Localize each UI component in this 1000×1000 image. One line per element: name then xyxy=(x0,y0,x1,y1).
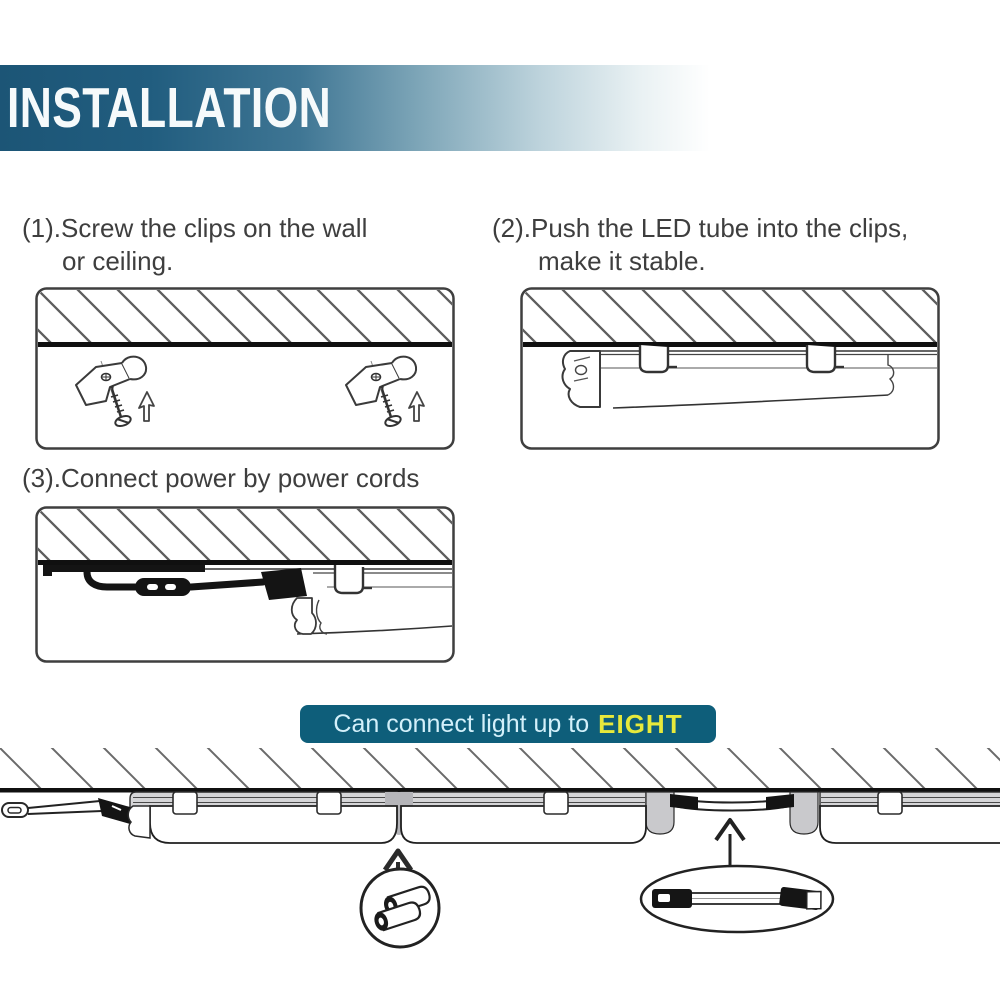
pin-connector-icon xyxy=(374,885,431,932)
step-2-illustration xyxy=(520,287,940,450)
ceiling-hatch xyxy=(38,290,452,342)
page-title: INSTALLATION xyxy=(7,76,332,140)
connected-lights-illustration xyxy=(0,748,1000,949)
step-1-heading: (1).Screw the clips on the wall or ceili… xyxy=(22,212,367,278)
led-tube-3 xyxy=(819,805,1000,844)
step-2-line2: make it stable. xyxy=(538,246,706,276)
tube-clips xyxy=(172,791,903,815)
ceiling-hatch xyxy=(0,748,1000,788)
ceiling-line xyxy=(38,560,452,565)
tube-end-tab xyxy=(789,791,819,835)
led-tube xyxy=(561,350,937,409)
step-3-illustration xyxy=(35,506,455,663)
ceiling-line xyxy=(38,342,452,347)
cord-plug-head xyxy=(261,568,307,600)
tube-clip xyxy=(805,345,844,374)
tube-end-bracket xyxy=(290,597,328,635)
power-plug xyxy=(1,802,29,818)
led-tube-2 xyxy=(400,805,647,844)
link-cable xyxy=(670,794,794,812)
step-1-line1: (1).Screw the clips on the wall xyxy=(22,213,368,243)
connect-banner: Can connect light up to EIGHT xyxy=(300,705,716,743)
power-cord-left xyxy=(1,798,151,839)
link-cable-icon xyxy=(652,886,822,911)
step-2-line1: (2).Push the LED tube into the clips, xyxy=(492,213,909,243)
tube-end-tab xyxy=(645,791,675,835)
banner-text: Can connect light up to xyxy=(333,709,590,738)
banner-highlight: EIGHT xyxy=(598,708,683,739)
ceiling-line xyxy=(523,342,937,347)
tube-clip xyxy=(638,345,677,374)
link-cable-callout xyxy=(639,864,835,934)
led-tube-1 xyxy=(149,805,398,844)
step-3-heading: (3).Connect power by power cords xyxy=(22,462,419,495)
pin-connector-callout xyxy=(359,867,441,949)
power-cord xyxy=(43,565,307,600)
header-banner: INSTALLATION xyxy=(0,65,1000,151)
ceiling-hatch xyxy=(38,509,452,560)
inline-connector xyxy=(135,578,191,596)
step-1-illustration xyxy=(35,287,455,450)
step-1-line2: or ceiling. xyxy=(62,246,174,276)
step-2-heading: (2).Push the LED tube into the clips, ma… xyxy=(492,212,908,278)
ceiling-line xyxy=(0,788,1000,793)
up-arrow-icon xyxy=(714,818,746,866)
ceiling-hatch xyxy=(523,290,937,342)
tube-clip xyxy=(333,565,372,595)
step-3-line1: (3).Connect power by power cords xyxy=(22,463,420,493)
cord-connector xyxy=(98,798,130,824)
